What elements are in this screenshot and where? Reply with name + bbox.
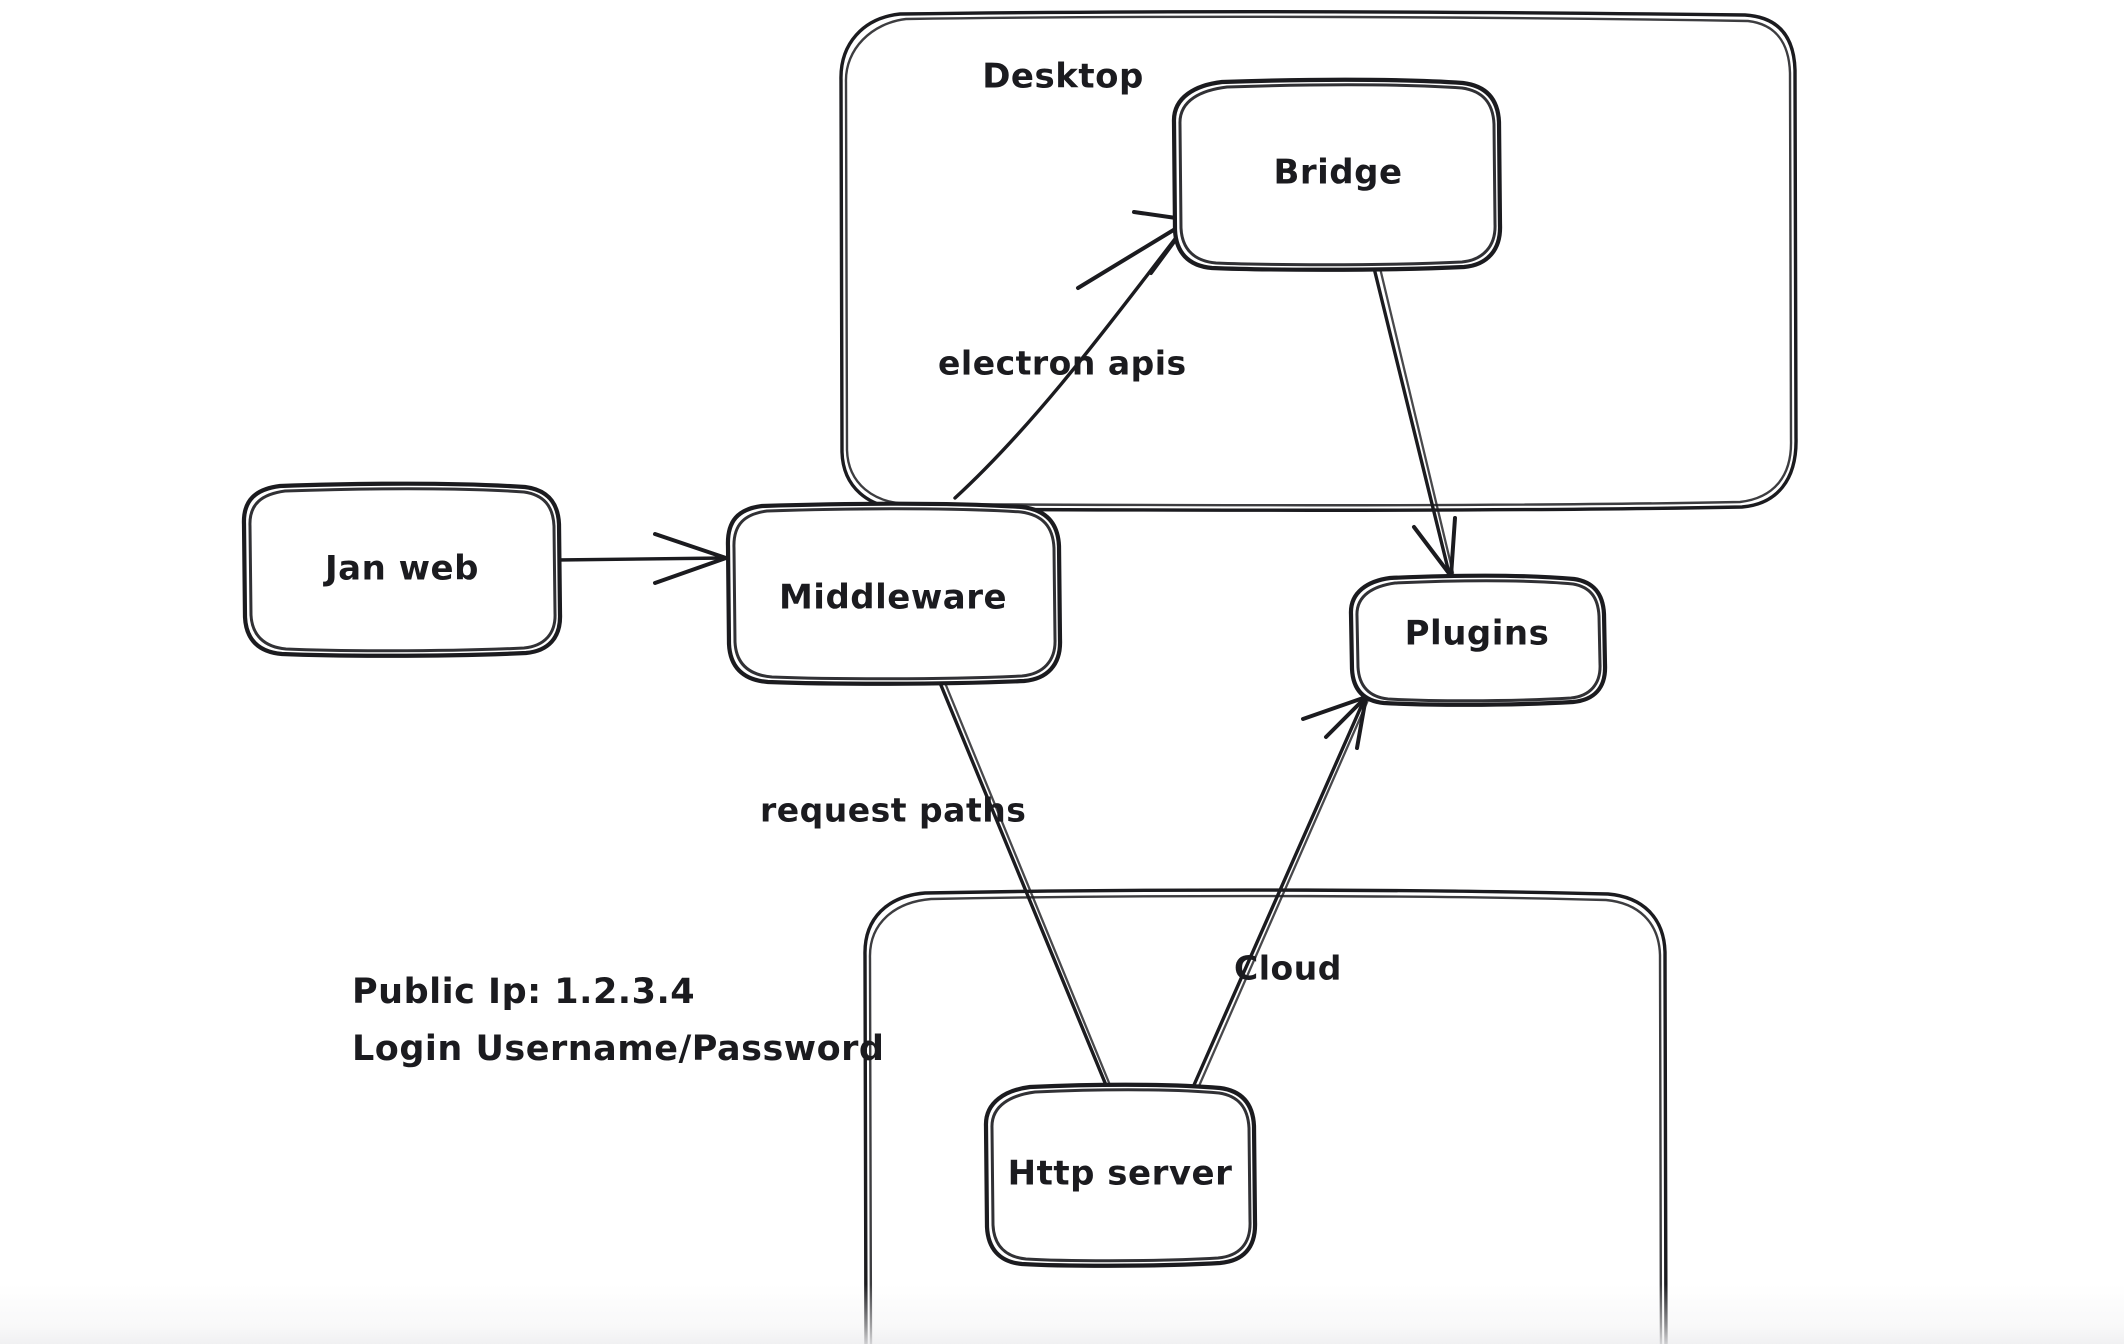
node-http-server-label: Http server	[1008, 1154, 1233, 1194]
edge-label-electron-apis: electron apis	[938, 344, 1187, 383]
annotation-public-ip: Public Ip: 1.2.3.4	[352, 972, 695, 1012]
edge-middleware-to-http-server: request paths	[760, 676, 1114, 1092]
node-bridge-label: Bridge	[1273, 153, 1402, 193]
annotation-credentials: Public Ip: 1.2.3.4 Login Username/Passwo…	[352, 972, 884, 1069]
container-desktop[interactable]: Desktop	[839, 10, 1798, 512]
container-desktop-label: Desktop	[982, 57, 1144, 97]
node-jan-web[interactable]: Jan web	[241, 481, 563, 658]
container-cloud[interactable]	[863, 888, 1668, 1344]
node-middleware-label: Middleware	[779, 578, 1007, 618]
edge-middleware-to-bridge: electron apis	[938, 210, 1192, 500]
node-jan-web-label: Jan web	[323, 549, 479, 589]
node-bridge[interactable]: Bridge	[1171, 77, 1503, 272]
edge-label-request-paths: request paths	[760, 791, 1026, 830]
edge-jan-web-to-middleware	[554, 532, 728, 585]
edge-label-cloud: Cloud	[1234, 949, 1342, 988]
node-plugins[interactable]: Plugins	[1348, 573, 1608, 707]
edge-bridge-to-plugins	[1372, 266, 1457, 578]
node-plugins-label: Plugins	[1405, 614, 1550, 654]
node-http-server[interactable]: Http server	[983, 1082, 1258, 1268]
node-middleware[interactable]: Middleware	[725, 501, 1063, 686]
edge-http-server-to-plugins: Cloud	[1192, 695, 1370, 1088]
annotation-login-credentials: Login Username/Password	[352, 1029, 884, 1069]
